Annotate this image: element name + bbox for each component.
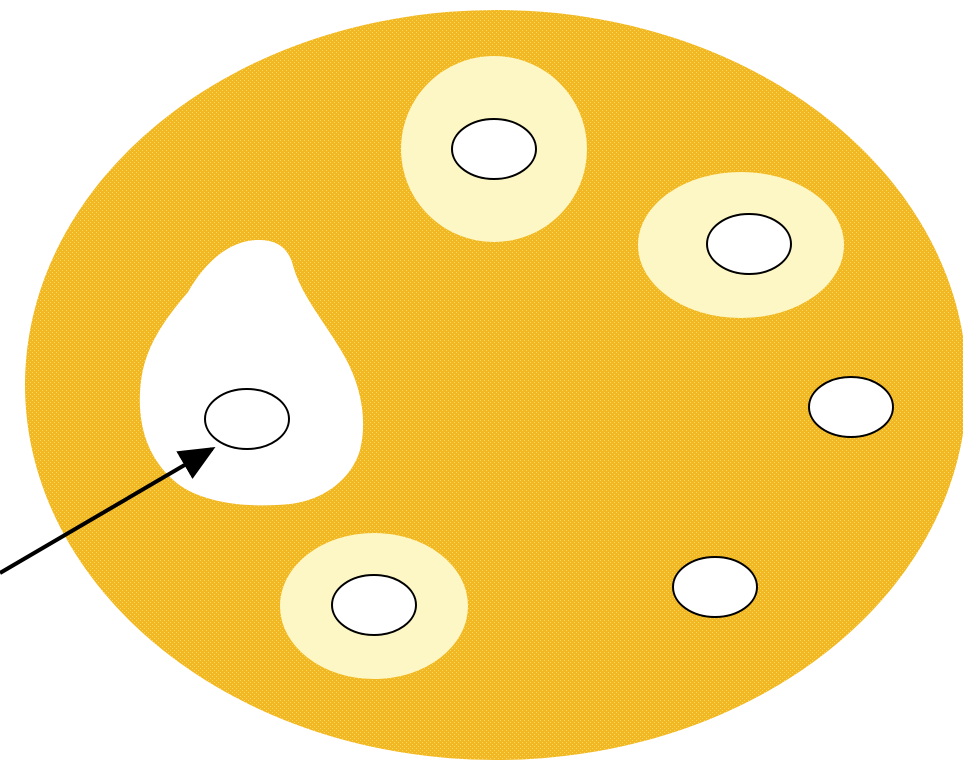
antibiotic-disc-top: [452, 119, 536, 179]
antibiotic-disc-bottom-left: [332, 575, 416, 635]
antibiotic-disc-left: [205, 389, 289, 449]
antibiotic-disc-upper-right: [707, 214, 791, 274]
antibiotic-disc-bottom-right: [673, 557, 757, 617]
antibiotic-disc-right: [809, 377, 893, 437]
